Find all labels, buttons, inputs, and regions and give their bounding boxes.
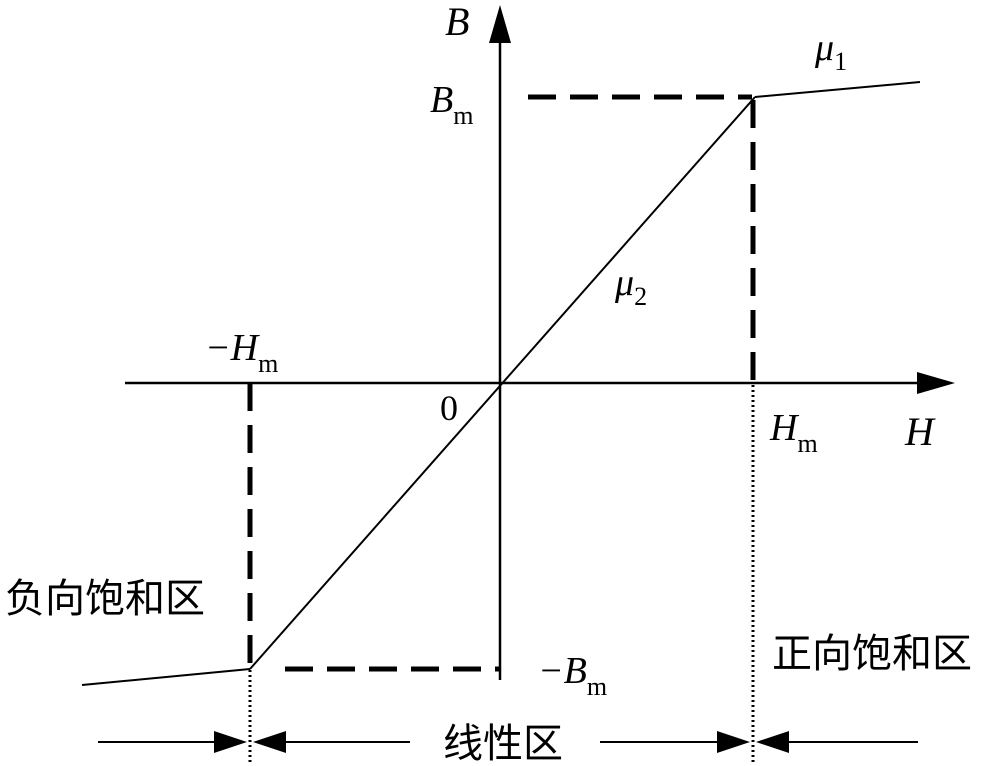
- b-axis-arrow: [489, 5, 511, 43]
- mu2-label: μ2: [614, 262, 647, 311]
- positive-saturation-segment-mu1: [754, 81, 921, 98]
- negative-saturation-label: 负向饱和区: [5, 576, 205, 622]
- origin-label: 0: [440, 388, 458, 428]
- bm-label: Bm: [430, 79, 473, 130]
- neg-bm-label: −Bm: [538, 650, 607, 701]
- mu1-label: μ1: [814, 27, 847, 76]
- linear-region-label: 线性区: [443, 721, 563, 766]
- linear-segment-mu2: [249, 96, 756, 670]
- negative-saturation-segment: [81, 668, 251, 686]
- right-region-arrowhead: [756, 731, 789, 753]
- linear-region-left-arrowhead: [253, 731, 286, 753]
- h-axis-label: H: [904, 409, 936, 454]
- positive-saturation-label: 正向饱和区: [772, 631, 972, 677]
- linear-region-right-arrowhead: [717, 731, 750, 753]
- neg-hm-label: −Hm: [205, 327, 278, 378]
- hm-label: Hm: [769, 407, 818, 458]
- h-axis-arrow: [917, 372, 955, 394]
- b-axis-label: B: [445, 0, 469, 44]
- left-region-arrowhead: [214, 731, 247, 753]
